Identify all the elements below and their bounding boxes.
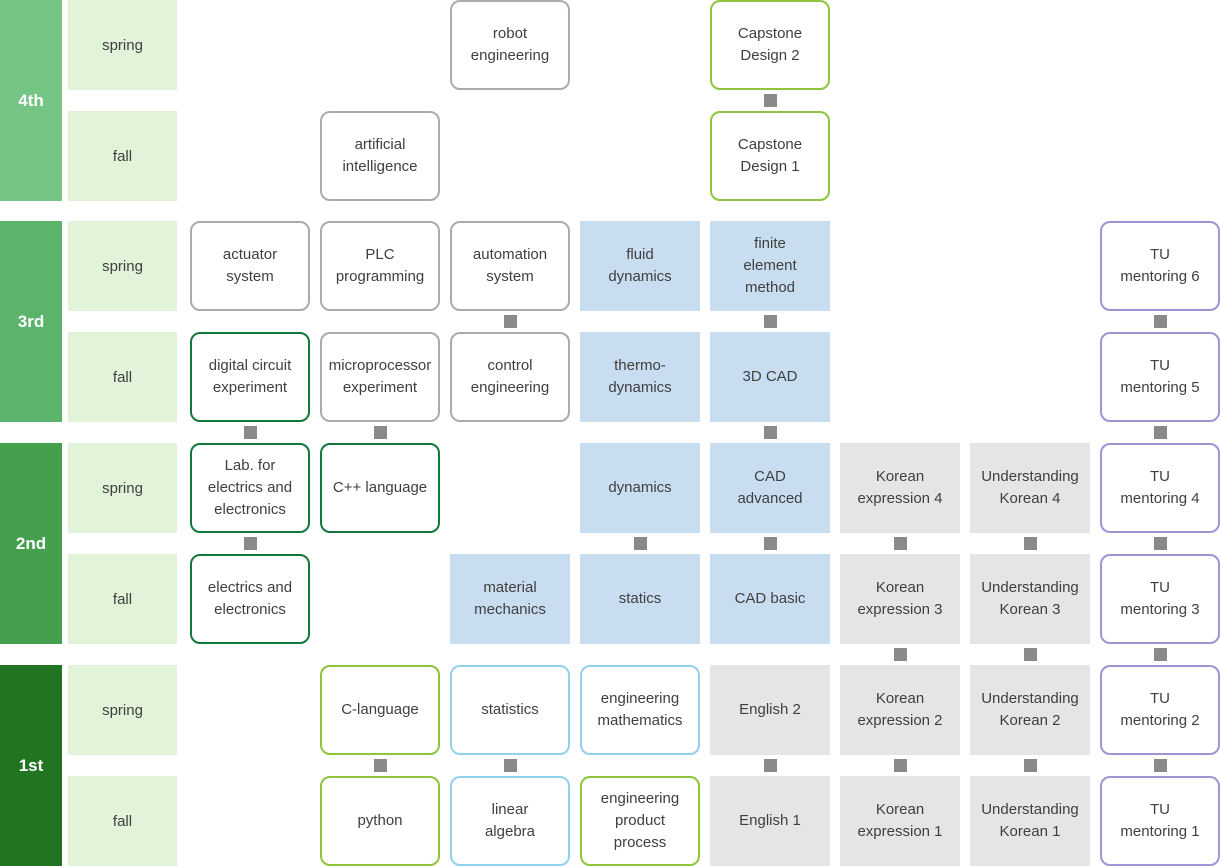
course-actuator-system[interactable]: actuator system (190, 221, 310, 311)
course-microprocessor-experiment[interactable]: microprocessor experiment (320, 332, 440, 422)
course-tu-mentoring-2[interactable]: TU mentoring 2 (1100, 665, 1220, 755)
course-understanding-korean-4[interactable]: Understanding Korean 4 (970, 443, 1090, 533)
course-engineering-product-process[interactable]: engineering product process (580, 776, 700, 866)
course-cpp-language[interactable]: C++ language (320, 443, 440, 533)
course-3d-cad[interactable]: 3D CAD (710, 332, 830, 422)
course-plc-programming[interactable]: PLC programming (320, 221, 440, 311)
course-tu-mentoring-6[interactable]: TU mentoring 6 (1100, 221, 1220, 311)
course-dynamics[interactable]: dynamics (580, 443, 700, 533)
semester-cell-4th-spring: spring (68, 0, 177, 90)
connector-square (763, 759, 777, 772)
course-tu-mentoring-4[interactable]: TU mentoring 4 (1100, 443, 1220, 533)
year-label-1st: 1st (0, 665, 62, 866)
course-statistics[interactable]: statistics (450, 665, 570, 755)
course-cad-advanced[interactable]: CAD advanced (710, 443, 830, 533)
semester-cell-4th-fall: fall (68, 111, 177, 201)
course-korean-expression-2[interactable]: Korean expression 2 (840, 665, 960, 755)
connector-square (1153, 648, 1167, 661)
connector-square (763, 315, 777, 328)
connector-square (763, 94, 777, 107)
semester-cell-2nd-spring: spring (68, 443, 177, 533)
course-english-1[interactable]: English 1 (710, 776, 830, 866)
course-engineering-mathematics[interactable]: engineering mathematics (580, 665, 700, 755)
connector-square (1023, 648, 1037, 661)
course-lab-electrics-electronics[interactable]: Lab. for electrics and electronics (190, 443, 310, 533)
course-control-engineering[interactable]: control engineering (450, 332, 570, 422)
course-robot-engineering[interactable]: robot engineering (450, 0, 570, 90)
course-cad-basic[interactable]: CAD basic (710, 554, 830, 644)
course-capstone-design-1[interactable]: Capstone Design 1 (710, 111, 830, 201)
connector-square (503, 315, 517, 328)
semester-cell-1st-fall: fall (68, 776, 177, 866)
year-label-3rd: 3rd (0, 221, 62, 422)
course-statics[interactable]: statics (580, 554, 700, 644)
connector-square (1153, 537, 1167, 550)
connector-square (893, 648, 907, 661)
connector-square (373, 426, 387, 439)
connector-square (1023, 537, 1037, 550)
course-english-2[interactable]: English 2 (710, 665, 830, 755)
year-label-4th: 4th (0, 0, 62, 201)
course-c-language[interactable]: C-language (320, 665, 440, 755)
course-automation-system[interactable]: automation system (450, 221, 570, 311)
course-understanding-korean-3[interactable]: Understanding Korean 3 (970, 554, 1090, 644)
semester-cell-3rd-fall: fall (68, 332, 177, 422)
connector-square (893, 537, 907, 550)
year-label-2nd: 2nd (0, 443, 62, 644)
course-tu-mentoring-5[interactable]: TU mentoring 5 (1100, 332, 1220, 422)
course-electrics-electronics[interactable]: electrics and electronics (190, 554, 310, 644)
course-python[interactable]: python (320, 776, 440, 866)
course-capstone-design-2[interactable]: Capstone Design 2 (710, 0, 830, 90)
course-korean-expression-4[interactable]: Korean expression 4 (840, 443, 960, 533)
connector-square (1153, 426, 1167, 439)
connector-square (1153, 315, 1167, 328)
course-tu-mentoring-1[interactable]: TU mentoring 1 (1100, 776, 1220, 866)
course-tu-mentoring-3[interactable]: TU mentoring 3 (1100, 554, 1220, 644)
semester-cell-2nd-fall: fall (68, 554, 177, 644)
course-korean-expression-3[interactable]: Korean expression 3 (840, 554, 960, 644)
course-artificial-intelligence[interactable]: artificial intelligence (320, 111, 440, 201)
course-finite-element-method[interactable]: finite element method (710, 221, 830, 311)
connector-square (243, 537, 257, 550)
connector-square (763, 537, 777, 550)
course-understanding-korean-2[interactable]: Understanding Korean 2 (970, 665, 1090, 755)
connector-square (243, 426, 257, 439)
course-understanding-korean-1[interactable]: Understanding Korean 1 (970, 776, 1090, 866)
semester-cell-1st-spring: spring (68, 665, 177, 755)
course-material-mechanics[interactable]: material mechanics (450, 554, 570, 644)
course-korean-expression-1[interactable]: Korean expression 1 (840, 776, 960, 866)
course-digital-circuit-experiment[interactable]: digital circuit experiment (190, 332, 310, 422)
connector-square (633, 537, 647, 550)
semester-cell-3rd-spring: spring (68, 221, 177, 311)
course-thermodynamics[interactable]: thermo- dynamics (580, 332, 700, 422)
connector-square (373, 759, 387, 772)
connector-square (503, 759, 517, 772)
connector-square (763, 426, 777, 439)
connector-square (893, 759, 907, 772)
connector-square (1023, 759, 1037, 772)
course-fluid-dynamics[interactable]: fluid dynamics (580, 221, 700, 311)
course-linear-algebra[interactable]: linear algebra (450, 776, 570, 866)
connector-square (1153, 759, 1167, 772)
